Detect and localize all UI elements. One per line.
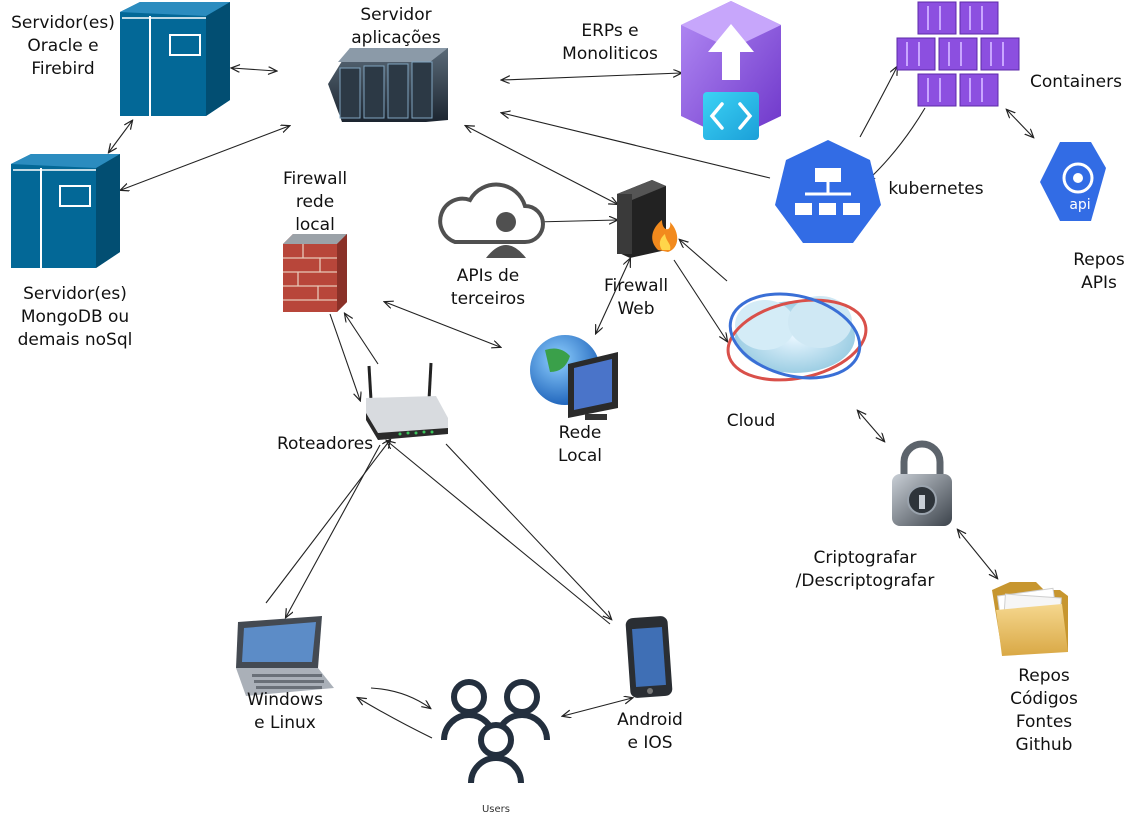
connectors [109,67,1033,739]
connector-firewallweb-cloud [673,259,727,341]
cloud-icon [726,292,868,382]
repos-codigos-label: Repos Códigos Fontes Github [1010,666,1078,755]
connector-cloud-lock [858,411,884,441]
lock-icon [892,440,952,526]
connector-laptop-users [370,687,430,708]
folder-icon [992,582,1068,656]
connector-app-firewallweb [466,126,617,204]
firewall-local-icon [283,234,347,312]
connector-oracle-mongo [109,121,132,152]
connector-firewalllocal-redelocal [385,302,500,347]
api-badge-text: api [1069,197,1090,213]
app-server-label: Servidor aplicações [351,5,441,48]
azure-deploy-icon [681,1,781,140]
roteadores-label: Roteadores [276,434,374,454]
firewall-local-label: Firewall rede local [282,169,348,235]
containers-label: Containers [1030,72,1122,92]
cloud-label: Cloud [726,411,776,431]
connector-k8s-containers [859,67,897,138]
app-server-icon [328,48,448,122]
connector-containers-api [1007,110,1033,137]
connector-apis3-firewallweb [535,220,617,222]
connector-firewalllocal-router [329,313,360,400]
connector-phone-router [387,441,611,625]
repos-apis-label: Repos APIs [1073,250,1125,293]
kubernetes-icon [775,140,881,243]
users-label: Users [481,804,510,815]
apis-terceiros-label: APIs de terceiros [450,266,526,309]
rede-local-label: Rede Local [557,423,603,466]
connector-mongo-app [121,126,289,190]
firewall-web-label: Firewall Web [603,276,669,319]
connector-router-phone [445,443,611,619]
cloud-user-icon [438,182,545,258]
containers-icon [896,1,1020,107]
connector-firewallweb-redelocal [596,259,630,333]
router-icon [366,362,448,440]
mongo-server-icon [11,154,120,268]
connector-router-laptop [286,444,381,617]
firewall-web-icon [617,180,678,258]
connector-app-erps [502,73,681,80]
rede-local-icon [530,335,618,420]
connector-laptop-router [265,440,390,604]
cripto-label: Criptografar /Descriptografar [795,548,935,591]
connector-users-laptop [358,698,433,739]
connector-containers-k8s [867,107,926,181]
connector-lock-github [958,530,997,578]
erps-label: ERPs e Monoliticos [562,21,658,64]
oracle-server-label: Servidor(es) Oracle e Firebird [11,13,115,79]
windows-linux-label: Windows e Linux [247,690,323,733]
mongo-server-label: Servidor(es) MongoDB ou demais noSql [17,284,133,350]
android-ios-label: Android e IOS [617,710,683,753]
oracle-server-icon [120,2,230,116]
phone-icon [625,616,673,698]
connector-k8s-app [502,113,771,179]
kubernetes-label: kubernetes [888,179,984,199]
connector-oracle-app [232,68,276,71]
connector-router-firewalllocal [345,314,379,365]
connector-users-phone [563,698,632,716]
laptop-icon [236,616,334,696]
api-icon [1040,142,1106,221]
users-icon [441,679,550,784]
connector-cloud-firewallweb [680,240,728,282]
